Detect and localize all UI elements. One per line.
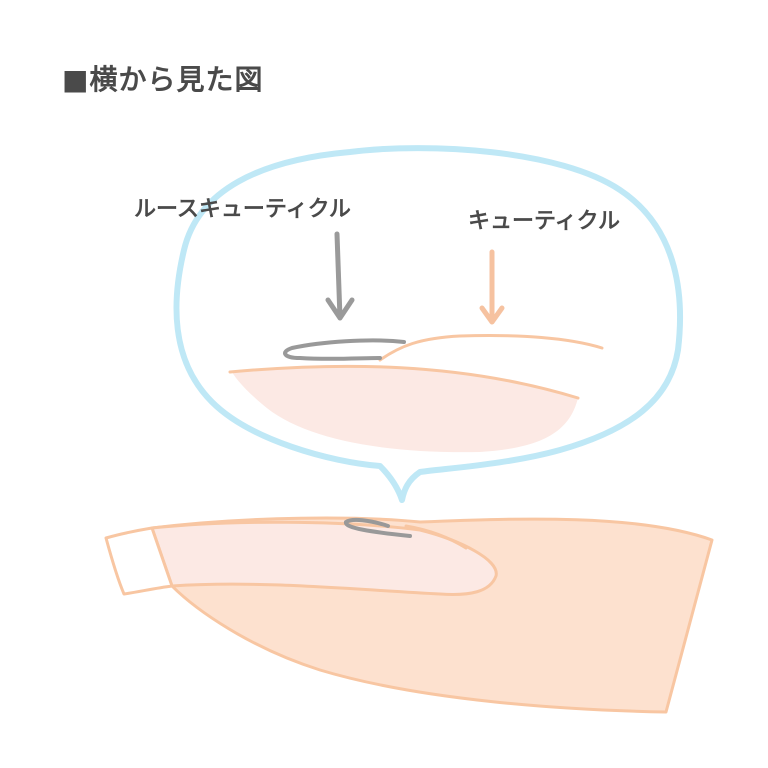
zoomed-cuticle-line bbox=[378, 334, 604, 362]
zoomed-nail bbox=[232, 367, 578, 453]
zoomed-loose-cuticle bbox=[283, 338, 406, 361]
finger-cuticle-fold bbox=[404, 524, 468, 550]
loose-cuticle-arrow bbox=[325, 231, 355, 321]
nail-plate bbox=[150, 520, 498, 596]
zoom-bubble bbox=[173, 145, 684, 503]
zoomed-nail-edge bbox=[228, 364, 580, 400]
loose-cuticle-label: ルースキューティクル bbox=[134, 197, 351, 222]
cuticle-arrow bbox=[479, 249, 505, 325]
page-title: ■横から見た図 bbox=[62, 63, 264, 96]
nail-free-edge bbox=[104, 526, 174, 596]
finger-loose-cuticle bbox=[344, 517, 412, 538]
cuticle-label: キューティクル bbox=[468, 209, 620, 234]
